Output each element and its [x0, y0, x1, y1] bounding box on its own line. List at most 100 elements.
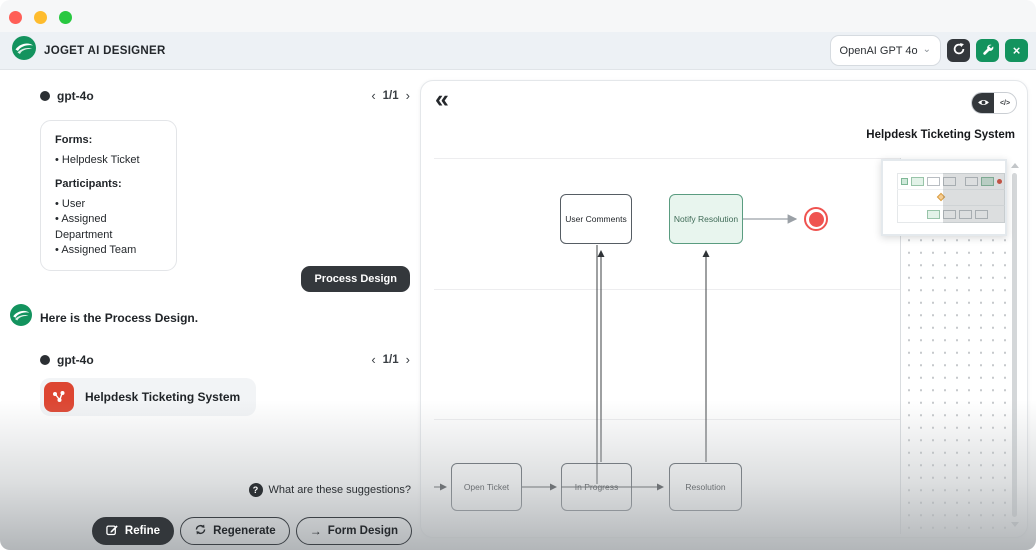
forms-list: Helpdesk Ticket — [55, 153, 164, 168]
model-dot-icon — [40, 90, 50, 101]
zoom-window-button[interactable] — [59, 11, 72, 24]
assistant-message-text: Here is the Process Design. — [40, 310, 199, 325]
paper-edge — [900, 158, 901, 534]
assistant-message-row: Here is the Process Design. — [10, 304, 198, 331]
suggestions-help-row: ? What are these suggestions? — [248, 483, 411, 497]
list-item: Assigned Team — [55, 243, 164, 258]
list-item: User — [55, 197, 164, 212]
code-icon: </> — [999, 99, 1011, 107]
process-artifact-card[interactable]: Helpdesk Ticketing System — [40, 378, 257, 416]
code-view-toggle[interactable]: </> — [994, 93, 1016, 113]
lane-divider — [434, 419, 900, 420]
pager-next-button[interactable]: › — [405, 88, 410, 103]
process-designer-panel: « </> Helpdesk Ticketing System User Com… — [420, 80, 1028, 538]
refine-button[interactable]: Refine — [91, 517, 175, 545]
end-event-node[interactable] — [804, 207, 828, 231]
minimap-node — [981, 177, 994, 186]
list-item: Helpdesk Ticket — [55, 153, 164, 168]
pager-prev-button[interactable]: ‹ — [371, 88, 376, 103]
pager-prev-button[interactable]: ‹ — [371, 352, 376, 367]
assistant-avatar — [10, 304, 32, 331]
node-open-ticket[interactable]: Open Ticket — [451, 463, 522, 511]
arrow-right-icon: → — [309, 524, 322, 538]
list-item: Assigned Department — [55, 212, 164, 242]
response-pager: ‹ 1/1 › — [371, 352, 410, 367]
collapse-panel-button[interactable]: « — [435, 85, 449, 113]
view-mode-toggle[interactable]: </> — [971, 92, 1017, 114]
minimap[interactable] — [881, 159, 1007, 236]
pager-label: 1/1 — [382, 89, 399, 102]
minimap-node — [911, 177, 924, 186]
refine-label: Refine — [124, 525, 161, 537]
regenerate-label: Regenerate — [213, 525, 276, 537]
minimap-node — [959, 210, 972, 219]
titlebar — [0, 0, 1036, 32]
participants-list: User Assigned Department Assigned Team — [55, 197, 164, 258]
close-window-button[interactable] — [9, 11, 22, 24]
visual-view-toggle[interactable] — [972, 93, 994, 113]
lane-divider — [434, 289, 900, 290]
model-selector-value: OpenAI GPT 4o — [839, 44, 918, 57]
close-button[interactable]: × — [1005, 39, 1028, 62]
suggestion-actions: Refine Regenerate → Form Design — [91, 517, 412, 545]
eye-icon — [977, 94, 990, 112]
model-selector[interactable]: OpenAI GPT 4o ⌄ — [829, 35, 941, 66]
minimize-window-button[interactable] — [34, 11, 47, 24]
node-notify-resolution[interactable]: Notify Resolution — [669, 194, 743, 244]
scrollbar-down-arrow[interactable] — [1011, 522, 1019, 527]
minimap-node — [943, 210, 956, 219]
suggestion-card: Forms: Helpdesk Ticket Participants: Use… — [40, 120, 177, 271]
help-icon[interactable]: ? — [248, 483, 263, 497]
artifact-title: Helpdesk Ticketing System — [85, 390, 241, 404]
form-design-label: Form Design — [327, 525, 398, 537]
forms-heading: Forms: — [55, 134, 93, 146]
scrollbar-up-arrow[interactable] — [1011, 163, 1019, 168]
diagram-title: Helpdesk Ticketing System — [866, 129, 1015, 141]
pager-next-button[interactable]: › — [405, 352, 410, 367]
close-icon: × — [1012, 43, 1021, 58]
model-name: gpt-4o — [57, 88, 94, 103]
end-event-core — [808, 211, 824, 227]
model-dot-icon — [40, 354, 50, 365]
wrench-icon — [981, 43, 994, 58]
minimap-node — [927, 177, 940, 186]
node-in-progress[interactable]: In Progress — [561, 463, 632, 511]
chat-panel: gpt-4o ‹ 1/1 › Forms: Helpdesk Ticket Pa… — [0, 70, 420, 550]
regenerate-button[interactable]: Regenerate — [180, 517, 290, 545]
minimap-viewport[interactable] — [943, 173, 1005, 223]
refresh-icon — [194, 523, 207, 539]
form-design-button[interactable]: → Form Design — [295, 517, 412, 545]
minimap-node — [975, 210, 988, 219]
pager-label: 1/1 — [382, 353, 399, 366]
chevron-down-icon: ⌄ — [922, 44, 931, 55]
edit-icon — [106, 523, 119, 539]
node-user-comments[interactable]: User Comments — [560, 194, 632, 244]
joget-logo-icon — [12, 36, 36, 65]
response-meta-row: gpt-4o ‹ 1/1 › — [40, 88, 410, 103]
process-icon — [44, 382, 74, 412]
lane-divider — [434, 158, 900, 159]
minimap-end-event — [997, 179, 1002, 184]
minimap-node — [943, 177, 956, 186]
help-text: What are these suggestions? — [268, 484, 411, 496]
undo-button[interactable] — [947, 39, 970, 62]
participants-heading: Participants: — [55, 178, 122, 191]
minimap-frame — [897, 173, 1005, 223]
minimap-node — [927, 210, 940, 219]
minimap-node — [901, 178, 908, 185]
app-header: JOGET AI DESIGNER OpenAI GPT 4o ⌄ — [0, 32, 1036, 70]
canvas-scrollbar[interactable] — [1012, 173, 1017, 517]
app-title: JOGET AI DESIGNER — [44, 44, 166, 57]
window-controls — [9, 11, 72, 24]
model-name: gpt-4o — [57, 352, 94, 367]
brand: JOGET AI DESIGNER — [12, 36, 166, 65]
user-message-badge: Process Design — [301, 266, 410, 292]
response-pager: ‹ 1/1 › — [371, 88, 410, 103]
node-resolution[interactable]: Resolution — [669, 463, 742, 511]
minimap-node — [965, 177, 978, 186]
minimap-lane-divider — [897, 205, 1005, 206]
settings-button[interactable] — [976, 39, 999, 62]
minimap-lane-divider — [897, 189, 1005, 190]
undo-icon — [952, 42, 966, 59]
